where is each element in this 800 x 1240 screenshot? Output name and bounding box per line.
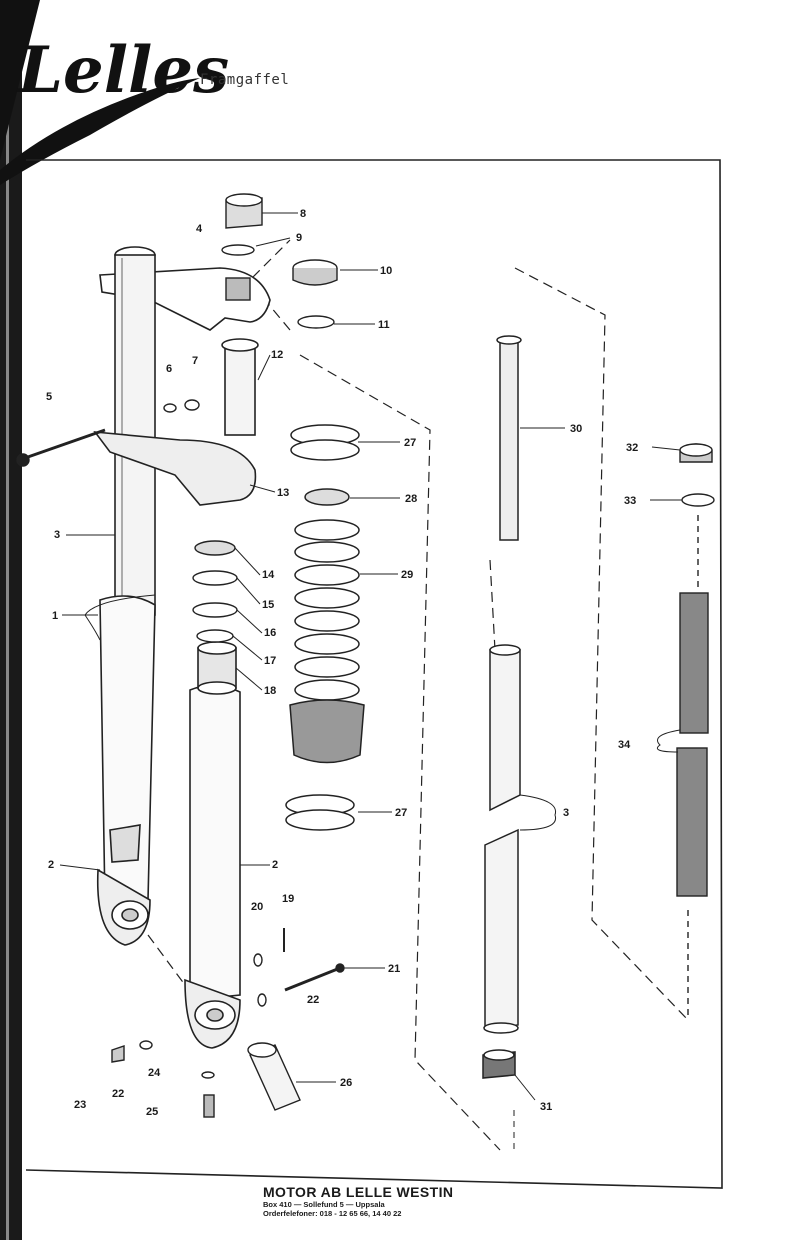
logo-text: Lelles bbox=[16, 33, 229, 108]
part-number-2a: 2 bbox=[48, 859, 54, 871]
small-hardware bbox=[16, 193, 345, 1118]
part-number-3b: 3 bbox=[563, 807, 569, 819]
part-number-21: 21 bbox=[388, 963, 400, 975]
damper-parts bbox=[482, 335, 522, 1079]
part-number-30: 30 bbox=[570, 423, 582, 435]
part-number-9: 9 bbox=[296, 232, 302, 244]
scan-edge-highlight bbox=[6, 0, 9, 1240]
part-number-33: 33 bbox=[624, 495, 636, 507]
part-number-32: 32 bbox=[626, 442, 638, 454]
spring-parts bbox=[676, 443, 715, 1020]
footer-imprint: MOTOR AB LELLE WESTIN Box 410 — Sollefun… bbox=[263, 1184, 503, 1218]
part-number-17: 17 bbox=[264, 655, 276, 667]
part-numbers: 1 2 2 3 3 4 5 6 7 8 9 10 11 12 13 14 15 … bbox=[46, 208, 638, 1118]
part-number-2b: 2 bbox=[272, 859, 278, 871]
part-number-1: 1 bbox=[52, 610, 58, 622]
part-number-22a: 22 bbox=[307, 994, 319, 1006]
part-number-16: 16 bbox=[264, 627, 276, 639]
part-number-3a: 3 bbox=[54, 529, 60, 541]
right-fork-leg bbox=[184, 338, 259, 1049]
part-number-4: 4 bbox=[196, 223, 203, 235]
part-number-22b: 22 bbox=[112, 1088, 124, 1100]
company-address: Box 410 — Sollefund 5 — Uppsala bbox=[263, 1200, 385, 1209]
part-number-34: 34 bbox=[618, 739, 631, 751]
scan-edge bbox=[0, 0, 22, 1240]
company-phones: Orderfelefoner: 018 - 12 65 66, 14 40 22 bbox=[263, 1209, 402, 1218]
part-number-18: 18 bbox=[264, 685, 276, 697]
part-number-13: 13 bbox=[277, 487, 289, 499]
left-fork-leg bbox=[93, 246, 271, 946]
leader-lines bbox=[59, 212, 682, 1150]
part-number-27a: 27 bbox=[404, 437, 416, 449]
part-number-15: 15 bbox=[262, 599, 274, 611]
part-number-31: 31 bbox=[540, 1101, 552, 1113]
part-number-26: 26 bbox=[340, 1077, 352, 1089]
part-number-25: 25 bbox=[146, 1106, 158, 1118]
part-number-8: 8 bbox=[300, 208, 306, 220]
part-number-10: 10 bbox=[380, 265, 392, 277]
bellows bbox=[289, 519, 365, 764]
part-number-5: 5 bbox=[46, 391, 52, 403]
part-number-23: 23 bbox=[74, 1099, 86, 1111]
diagram-title: Framgaffel bbox=[200, 72, 290, 88]
part-number-11: 11 bbox=[378, 319, 390, 331]
part-number-29: 29 bbox=[401, 569, 413, 581]
part-number-14: 14 bbox=[262, 569, 275, 581]
part-number-28: 28 bbox=[405, 493, 417, 505]
part-number-24: 24 bbox=[148, 1067, 161, 1079]
drawing-frame bbox=[25, 159, 723, 1189]
part-number-7: 7 bbox=[192, 355, 198, 367]
part-number-19: 19 bbox=[282, 893, 294, 905]
part-number-27b: 27 bbox=[395, 807, 407, 819]
part-number-6: 6 bbox=[166, 363, 172, 375]
part-number-12: 12 bbox=[271, 349, 283, 361]
company-name: MOTOR AB LELLE WESTIN bbox=[263, 1184, 454, 1200]
gaiter-assembly bbox=[285, 424, 365, 831]
part-number-20: 20 bbox=[251, 901, 263, 913]
logo-mark: Lelles bbox=[0, 0, 229, 185]
